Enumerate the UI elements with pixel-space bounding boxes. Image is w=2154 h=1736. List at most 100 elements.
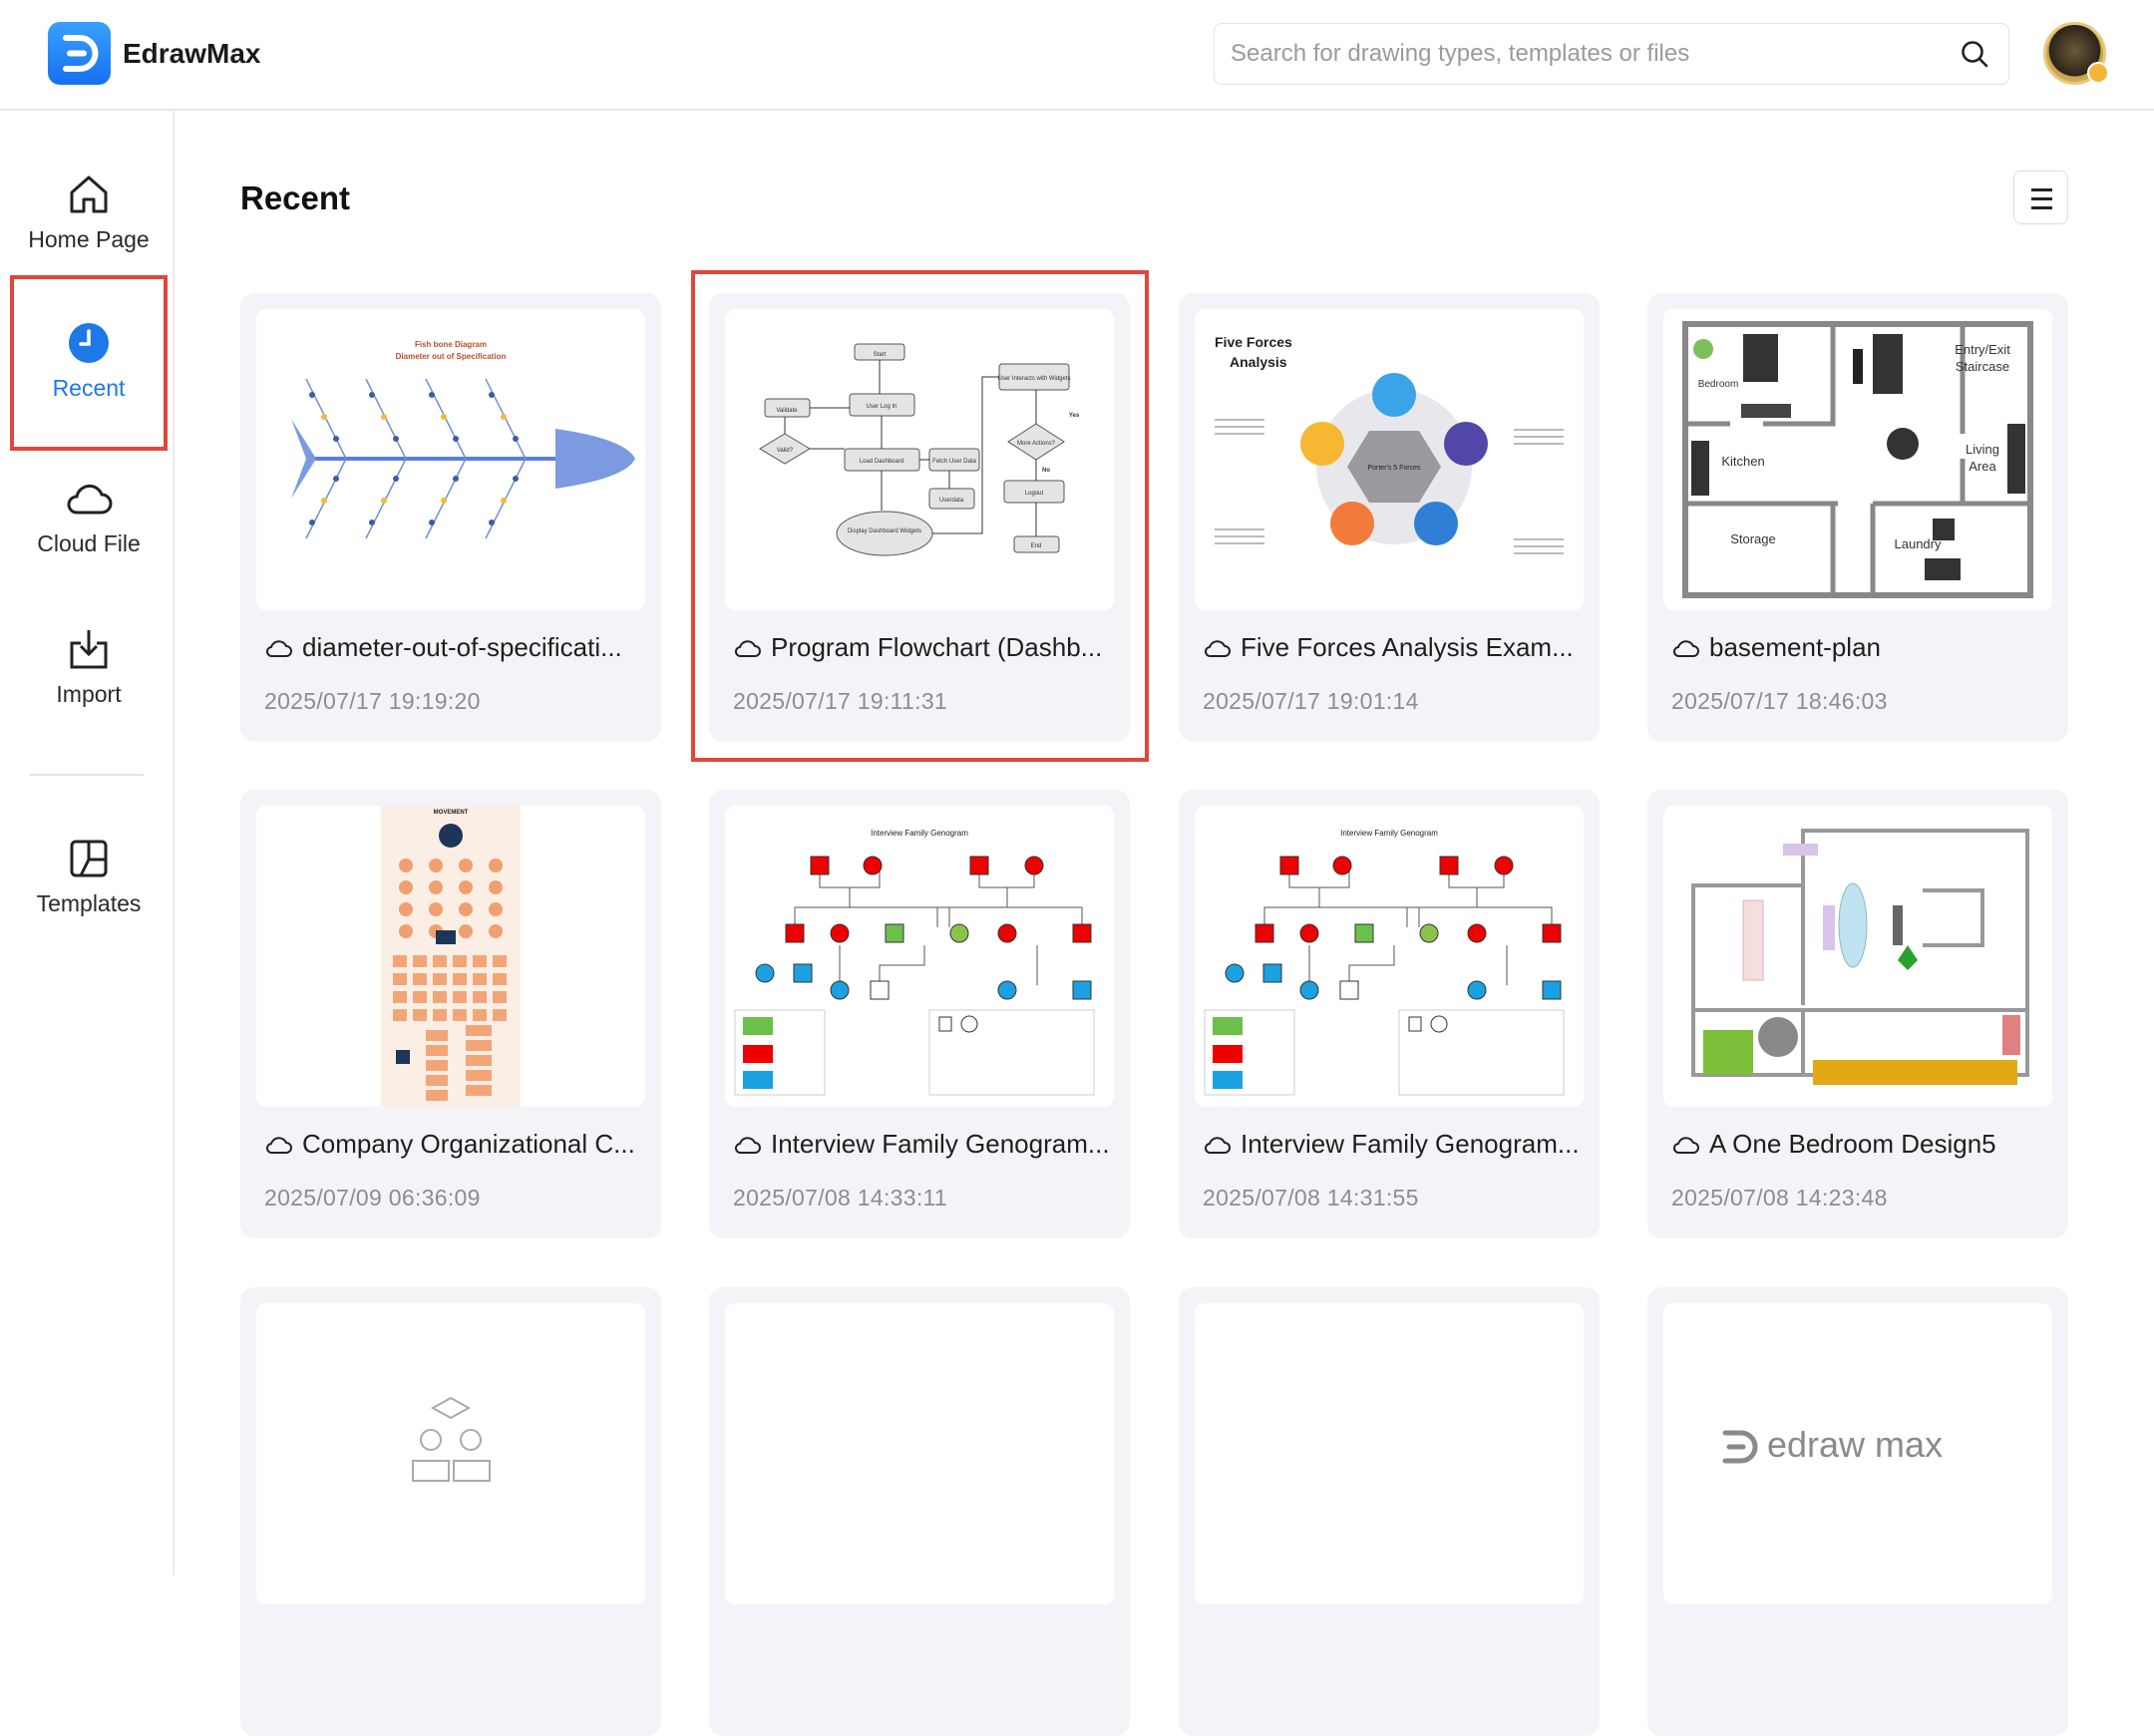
file-modified-date: 2025/07/08 14:31:55	[1203, 1185, 1419, 1211]
recent-file-card[interactable]: edraw max	[1647, 1287, 2068, 1736]
file-name-text: Interview Family Genogram...	[1241, 1129, 1580, 1159]
file-name[interactable]: Interview Family Genogram...	[733, 1129, 1124, 1160]
thumbnail-label: Valid?	[777, 448, 794, 454]
thumbnail-label: Yes	[1069, 413, 1080, 419]
page-title: Recent	[240, 179, 351, 216]
sidebar-item-cloud-file[interactable]: Cloud File	[14, 477, 164, 616]
list-icon-line	[2031, 206, 2052, 209]
file-modified-date: 2025/07/17 19:01:14	[1203, 688, 1419, 714]
thumbnail-label: Bedroom	[1698, 379, 1739, 390]
vip-badge-icon	[2087, 62, 2109, 84]
file-name-text: basement-plan	[1709, 632, 1881, 662]
sidebar-item-import[interactable]: Import	[14, 627, 164, 767]
thumbnail-label: More Actions?	[1017, 441, 1056, 447]
file-name-text: Interview Family Genogram...	[771, 1129, 1110, 1159]
cloud-icon	[734, 639, 761, 657]
cloud-icon	[1672, 1136, 1699, 1154]
list-view-button[interactable]	[2013, 171, 2068, 224]
cloud-icon	[1204, 1136, 1231, 1154]
search-icon[interactable]	[1959, 38, 1990, 70]
file-name[interactable]: Program Flowchart (Dashb...	[733, 632, 1124, 663]
sidebar-item-label: Templates	[36, 890, 142, 916]
file-thumbnail[interactable]: edraw max	[1663, 1303, 2052, 1604]
file-thumbnail[interactable]: Interview Family Genogram	[725, 806, 1114, 1107]
import-icon	[70, 630, 108, 669]
thumbnail-label: Entry/Exit	[1955, 342, 2010, 357]
thumbnail-label: MOVEMENT	[434, 810, 469, 816]
sidebar-divider	[30, 774, 144, 776]
file-thumbnail[interactable]: Interview Family Genogram	[1195, 806, 1584, 1107]
file-thumbnail[interactable]: MOVEMENT	[256, 806, 645, 1107]
file-name[interactable]: A One Bedroom Design5	[1671, 1129, 2062, 1160]
file-name[interactable]: Interview Family Genogram...	[1203, 1129, 1594, 1160]
thumbnail-label: Five Forces	[1215, 334, 1292, 350]
thumbnail-label: No	[1042, 468, 1050, 474]
thumbnail-label: Staircase	[1956, 359, 2009, 374]
search-box[interactable]	[1214, 23, 2009, 85]
file-name-text: A One Bedroom Design5	[1709, 1129, 1996, 1159]
app-name: EdrawMax	[123, 38, 261, 69]
thumbnail-label: Living	[1966, 442, 1999, 457]
thumbnail-label: Interview Family Genogram	[1340, 829, 1438, 838]
list-icon	[2031, 188, 2052, 191]
thumbnail-label: Diameter out of Specification	[396, 352, 507, 361]
user-avatar[interactable]	[2043, 22, 2109, 85]
cloud-icon	[1672, 639, 1699, 657]
templates-icon	[70, 840, 108, 877]
cloud-icon	[734, 1136, 761, 1154]
recent-file-card[interactable]: MOVEMENT Company Organizational C... 2025/…	[240, 790, 661, 1238]
file-thumbnail[interactable]	[725, 1303, 1114, 1604]
cloud-icon	[67, 484, 113, 515]
file-name-text: Company Organizational C...	[302, 1129, 635, 1159]
cloud-icon	[265, 1136, 292, 1154]
file-name[interactable]: basement-plan	[1671, 632, 2062, 663]
thumbnail-label: End	[1031, 543, 1042, 549]
thumbnail-label: Start	[874, 352, 887, 358]
thumbnail-label: Fish bone Diagram	[415, 340, 487, 349]
thumbnail-label: User Interacts with Widgets	[997, 376, 1070, 382]
search-input[interactable]	[1231, 24, 1929, 83]
thumbnail-label: Logout	[1025, 491, 1044, 497]
thumbnail-label: Display Dashboard Widgets	[848, 528, 921, 534]
sidebar-item-label: Cloud File	[37, 530, 141, 556]
sidebar-item-label: Import	[56, 681, 122, 707]
file-modified-date: 2025/07/09 06:36:09	[264, 1185, 481, 1211]
svg-text:edraw max: edraw max	[1767, 1424, 1943, 1465]
thumbnail-label: Interview Family Genogram	[871, 829, 968, 838]
sidebar-item-recent[interactable]: Recent	[10, 275, 168, 451]
sidebar-item-label: Recent	[52, 375, 126, 401]
recent-file-card[interactable]	[709, 1287, 1130, 1736]
file-name[interactable]: Company Organizational C...	[264, 1129, 655, 1160]
file-name[interactable]: Five Forces Analysis Exam...	[1203, 632, 1594, 663]
recent-file-card[interactable]	[1179, 1287, 1600, 1736]
file-name[interactable]: diameter-out-of-specificati...	[264, 632, 655, 663]
sidebar-item-label: Home Page	[28, 226, 150, 252]
top-bar: EdrawMax	[0, 0, 2154, 111]
home-icon	[70, 175, 108, 213]
cloud-icon	[265, 639, 292, 657]
sidebar-item-home-page[interactable]: Home Page	[14, 173, 164, 312]
sidebar-item-templates[interactable]: Templates	[14, 837, 164, 976]
thumbnail-label: Fetch User Data	[932, 459, 976, 465]
file-name-text: diameter-out-of-specificati...	[302, 632, 622, 662]
recent-file-card[interactable]	[240, 1287, 661, 1736]
thumbnail-label: Storage	[1730, 531, 1776, 546]
file-thumbnail[interactable]	[256, 1303, 645, 1604]
thumbnail-label: Load Dashboard	[860, 459, 903, 465]
clock-icon	[69, 323, 109, 363]
file-modified-date: 2025/07/17 19:11:31	[733, 688, 948, 714]
file-thumbnail[interactable]	[1663, 806, 2052, 1107]
file-name-text: Program Flowchart (Dashb...	[771, 632, 1103, 662]
file-thumbnail[interactable]	[1195, 1303, 1584, 1604]
